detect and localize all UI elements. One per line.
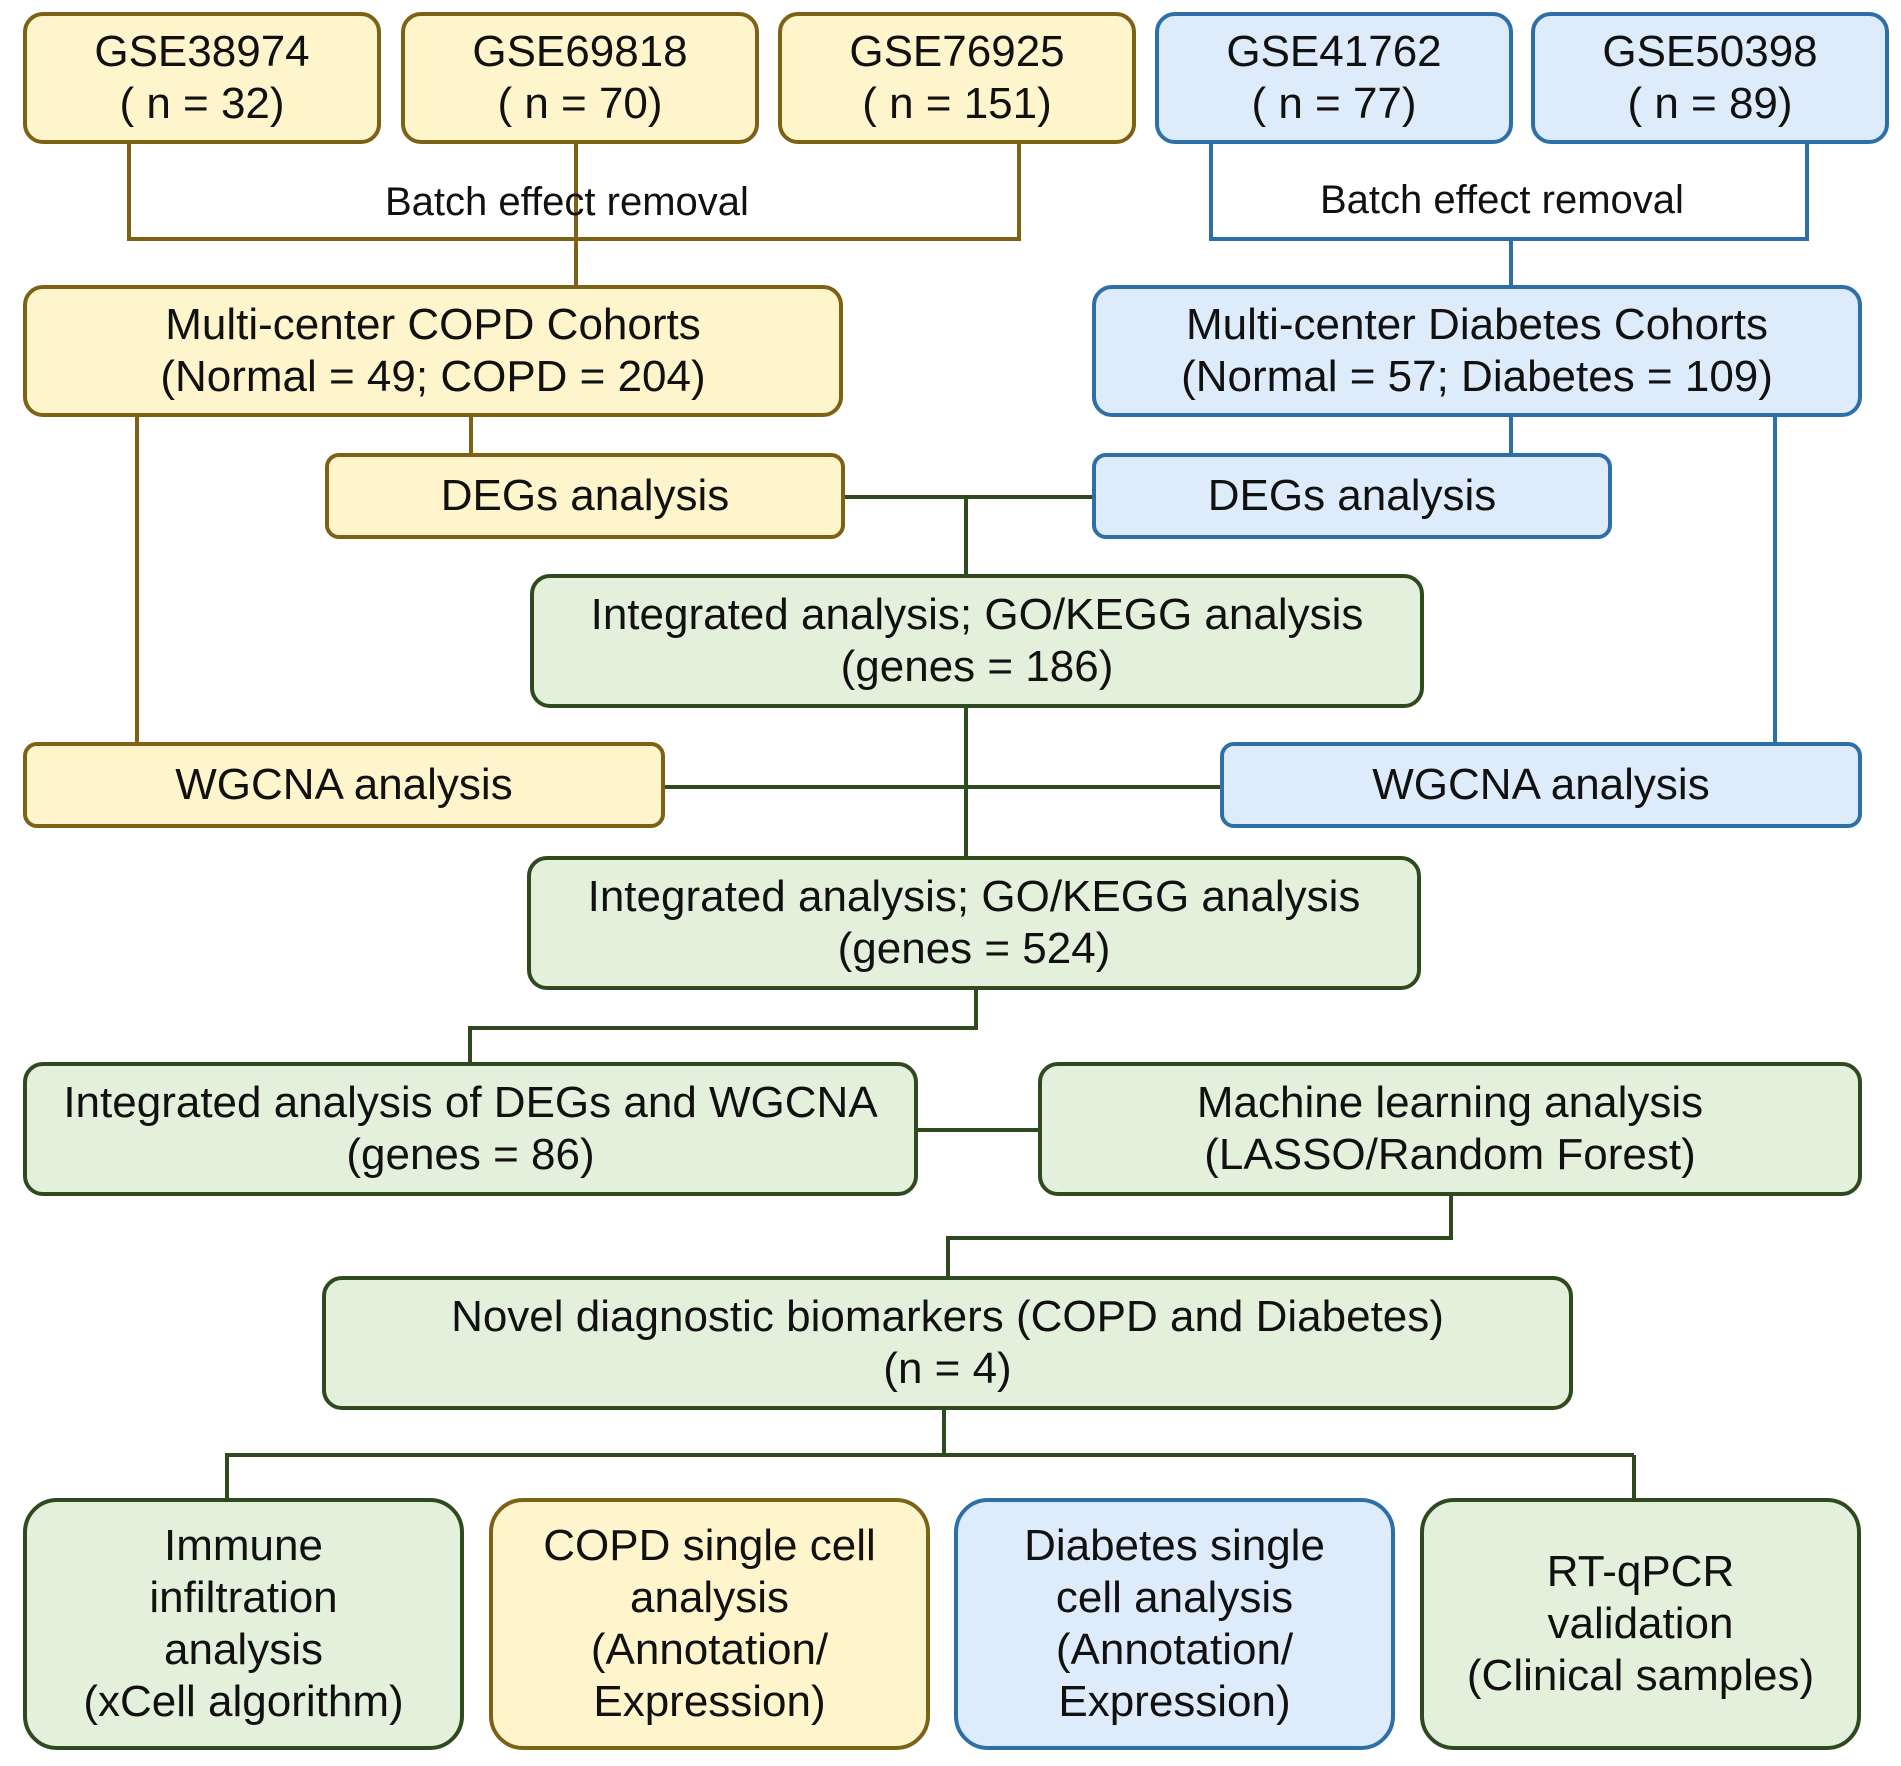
output-line: (xCell algorithm) [83,1677,404,1726]
output-line: validation [1547,1599,1734,1648]
output-line: COPD single cell [543,1521,876,1570]
wgcna-label: WGCNA analysis [1372,760,1710,809]
output-line: (Clinical samples) [1466,1651,1815,1700]
connector-524-to-both [468,990,978,1064]
diabetes-cohort-box: Multi-center Diabetes Cohorts (Normal = … [1092,285,1862,417]
dataset-id: GSE76925 [849,27,1065,76]
dataset-id: GSE69818 [472,27,688,76]
integrated-detail: (genes = 524) [837,924,1111,973]
output-line: RT-qPCR [1546,1547,1735,1596]
batch-effect-label-copd: Batch effect removal [385,180,749,224]
copd-cohort-box: Multi-center COPD Cohorts (Normal = 49; … [23,285,843,417]
degs-label: DEGs analysis [1207,471,1497,520]
biomarkers-title: Novel diagnostic biomarkers (COPD and Di… [451,1292,1444,1341]
integrated-detail: (genes = 186) [840,642,1114,691]
diabetes-degs-box: DEGs analysis [1092,453,1612,539]
cohort-title: Multi-center Diabetes Cohorts [1185,300,1768,349]
integrated-degs-box: Integrated analysis; GO/KEGG analysis (g… [530,574,1424,708]
dataset-sample-count: ( n = 77) [1251,79,1417,128]
dataset-box-gse38974: GSE38974 ( n = 32) [23,12,381,144]
batch-effect-label-diabetes: Batch effect removal [1320,178,1684,222]
wgcna-label: WGCNA analysis [175,760,513,809]
biomarkers-detail: (n = 4) [883,1344,1012,1393]
dataset-box-gse50398: GSE50398 ( n = 89) [1531,12,1889,144]
integrated-degs-wgcna-box: Integrated analysis of DEGs and WGCNA (g… [23,1062,918,1196]
dataset-box-gse76925: GSE76925 ( n = 151) [778,12,1136,144]
output-line: Immune [164,1521,323,1570]
machine-learning-box: Machine learning analysis (LASSO/Random … [1038,1062,1862,1196]
dataset-box-gse41762: GSE41762 ( n = 77) [1155,12,1513,144]
output-line: Diabetes single [1024,1521,1325,1570]
diabetes-wgcna-box: WGCNA analysis [1220,742,1862,828]
cohort-detail: (Normal = 49; COPD = 204) [160,352,706,401]
integrated-title: Integrated analysis; GO/KEGG analysis [587,872,1361,921]
dataset-id: GSE38974 [94,27,310,76]
dataset-sample-count: ( n = 32) [119,79,285,128]
ml-detail: (LASSO/Random Forest) [1204,1130,1696,1179]
output-line: analysis [630,1573,789,1622]
copd-single-cell-box: COPD single cell analysis (Annotation/ E… [489,1498,930,1750]
copd-degs-box: DEGs analysis [325,453,845,539]
integrated-title: Integrated analysis of DEGs and WGCNA [63,1078,878,1127]
output-line: analysis [164,1625,323,1674]
dataset-box-gse69818: GSE69818 ( n = 70) [401,12,759,144]
immune-infiltration-box: Immune infiltration analysis (xCell algo… [23,1498,464,1750]
integrated-title: Integrated analysis; GO/KEGG analysis [590,590,1364,639]
output-line: Expression) [593,1677,826,1726]
output-line: infiltration [149,1573,338,1622]
rt-qpcr-validation-box: RT-qPCR validation (Clinical samples) [1420,1498,1861,1750]
biomarkers-box: Novel diagnostic biomarkers (COPD and Di… [322,1276,1573,1410]
cohort-title: Multi-center COPD Cohorts [165,300,701,349]
connector-ml-to-biomarkers [946,1196,1453,1278]
output-line: Expression) [1058,1677,1291,1726]
dataset-sample-count: ( n = 70) [497,79,663,128]
output-line: cell analysis [1055,1573,1294,1622]
degs-label: DEGs analysis [440,471,730,520]
dataset-id: GSE41762 [1226,27,1442,76]
diabetes-single-cell-box: Diabetes single cell analysis (Annotatio… [954,1498,1395,1750]
output-line: (Annotation/ [1055,1625,1294,1674]
cohort-detail: (Normal = 57; Diabetes = 109) [1181,352,1773,401]
copd-wgcna-box: WGCNA analysis [23,742,665,828]
dataset-sample-count: ( n = 89) [1627,79,1793,128]
output-line: (Annotation/ [590,1625,829,1674]
integrated-wgcna-box: Integrated analysis; GO/KEGG analysis (g… [527,856,1421,990]
dataset-id: GSE50398 [1602,27,1818,76]
dataset-sample-count: ( n = 151) [862,79,1052,128]
integrated-detail: (genes = 86) [346,1130,595,1179]
ml-title: Machine learning analysis [1196,1078,1704,1127]
